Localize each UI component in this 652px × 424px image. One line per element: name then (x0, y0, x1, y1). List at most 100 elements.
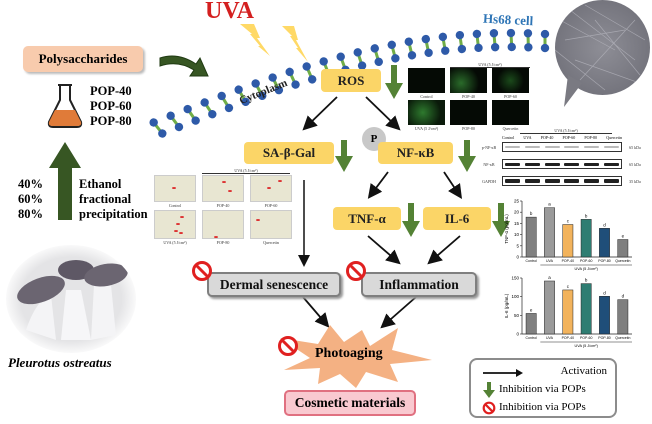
fraction-list: POP-40 POP-60 POP-80 (90, 84, 132, 129)
lipid-molecule (370, 44, 383, 66)
wb-band (603, 178, 619, 184)
uva-label: UVA (205, 0, 254, 24)
fraction-pop40: POP-40 (90, 84, 132, 98)
flask-icon (47, 84, 83, 128)
percent-80: 80% (18, 207, 43, 221)
sa-beta-gal-box: SA-β-Gal (244, 142, 334, 164)
y-tick-label: 15 (514, 221, 520, 226)
cell-membrane (149, 28, 550, 138)
bar (617, 299, 629, 335)
significance-letter: e (530, 307, 533, 312)
x-tick-label: Control (526, 336, 538, 340)
significance-letter: b (530, 211, 533, 216)
lipid-molecule (285, 67, 300, 89)
nfkb-inhibition-arrow-icon (458, 140, 476, 172)
nf-kb-box: NF-κB (378, 142, 453, 164)
lipid-molecule (387, 40, 400, 63)
wb-band (524, 178, 540, 184)
cosmetic-materials-box: Cosmetic materials (284, 390, 416, 416)
arrow-inflammation-photoaging (380, 296, 417, 329)
wb-band-strip (502, 159, 622, 169)
significance-letter: d (603, 290, 606, 295)
arrow-ros-sagal (302, 96, 338, 131)
sagal-micrograph-panel: UVA (5 J/cm²) Control POP-40 POP-60 UVA … (152, 168, 292, 248)
lipid-molecule (217, 91, 234, 113)
x-tick-label: POP-40 (562, 336, 575, 340)
arrow-ros-nfkb (365, 96, 401, 131)
legend-green-arrow-icon (483, 382, 495, 398)
wb-row-label: NF-κB (483, 162, 495, 167)
lipid-molecule (166, 111, 184, 132)
x-tick-label: POP-60 (580, 336, 593, 340)
sagal-cap-uva: UVA (5 J/cm²) (163, 240, 187, 245)
x-tick-label: UVA (546, 336, 554, 340)
lipid-molecule (489, 29, 500, 52)
sagal-cap-quercetin: Quercetin (263, 240, 279, 245)
polysaccharides-box: Polysaccharides (23, 46, 143, 72)
wb-row-label: GAPDH (482, 179, 496, 184)
wb-header: UVA (5 J/cm²) (520, 128, 612, 134)
x-tick-label: Quercetin (615, 259, 630, 263)
tnf-inhibition-arrow-icon (402, 203, 420, 237)
wb-band (564, 178, 580, 184)
lipid-molecule (251, 79, 267, 101)
sagal-panel-header: UVA (5 J/cm²) (202, 168, 290, 174)
lipid-molecule (523, 29, 533, 52)
y-tick-label: 20 (514, 210, 520, 215)
bubble-tail (564, 75, 582, 107)
legend-inhibition-arrow-label: Inhibition via POPs (499, 383, 586, 395)
lipid-molecule (183, 104, 200, 125)
y-tick-label: 10 (514, 232, 520, 237)
bar (525, 216, 537, 258)
lipid-molecule (455, 30, 467, 54)
photoaging-burst (280, 325, 432, 388)
inflammation-box: Inflammation (361, 272, 477, 297)
ros-cap-pop40: POP-40 (462, 94, 475, 99)
x-tick-label: POP-40 (562, 259, 575, 263)
sagal-cap-control: Control (168, 203, 182, 208)
wb-band-strip (502, 142, 622, 152)
wb-band (603, 162, 619, 166)
wb-band (505, 162, 521, 166)
bar (580, 219, 592, 258)
ros-cap-control: Control (420, 94, 433, 99)
photoaging-label: Photoaging (315, 346, 383, 361)
prohibit-icon-photoaging (278, 336, 298, 356)
significance-letter: d (622, 294, 625, 299)
lipid-molecule (438, 32, 450, 55)
y-tick-label: 5 (516, 243, 519, 248)
wb-lane-label: UVA (523, 135, 532, 140)
y-tick-label: 50 (514, 313, 520, 318)
y-tick-label: 25 (514, 199, 520, 204)
wb-lane-label: Quercetin (606, 135, 622, 140)
species-label: Pleurotus ostreatus (8, 355, 112, 370)
lipid-molecule (353, 48, 367, 70)
y-axis-label: IL-6 (pg/mL) (504, 293, 509, 318)
lipid-molecule (302, 62, 317, 84)
significance-letter: e (622, 234, 625, 239)
wb-lane-label: POP-60 (562, 135, 576, 140)
wb-band (544, 178, 560, 184)
fraction-pop60: POP-60 (90, 99, 132, 113)
x-tick-label: POP-60 (580, 259, 593, 263)
wb-band-strip (502, 176, 622, 186)
fraction-pop80: POP-80 (90, 114, 132, 128)
y-tick-label: 100 (511, 294, 519, 299)
bar (617, 239, 629, 258)
lipid-molecule (421, 34, 433, 57)
lipid-molecule (472, 29, 483, 53)
sagal-cap-pop80: POP-80 (216, 240, 230, 245)
x-tick-label: Quercetin (615, 336, 630, 340)
ethanol-percent-list: 40% 60% 80% (18, 177, 43, 222)
significance-letter: d (603, 222, 606, 227)
lipid-molecule (149, 118, 167, 138)
sagal-cap-pop60: POP-60 (264, 203, 278, 208)
arrow-nfkb-il6 (443, 171, 462, 199)
bar (544, 207, 555, 258)
ros-inhibition-arrow-icon (385, 65, 403, 99)
significance-letter: b (585, 278, 588, 283)
lipid-molecule (506, 28, 516, 52)
ros-cap-uva: UVA (5 J/cm²) (414, 126, 439, 131)
